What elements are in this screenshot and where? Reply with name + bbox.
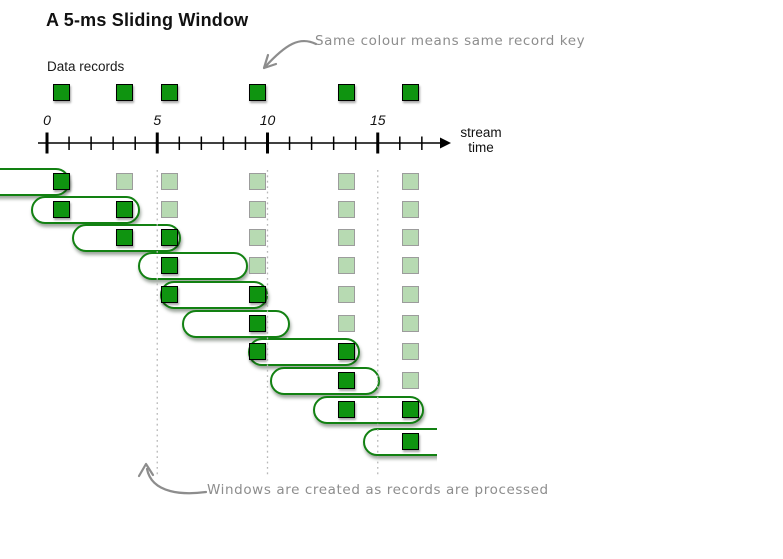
tick-label-10: 10 xyxy=(259,112,276,128)
future-record-square xyxy=(402,343,419,360)
record-square xyxy=(338,84,355,101)
future-record-square xyxy=(402,229,419,246)
window-row-10 xyxy=(0,428,437,465)
annotation-arrow-top xyxy=(263,39,318,69)
future-record-square xyxy=(249,201,266,218)
record-square xyxy=(249,315,266,332)
record-square xyxy=(116,201,133,218)
window-row-5 xyxy=(0,281,783,318)
record-square xyxy=(116,229,133,246)
future-record-square xyxy=(402,315,419,332)
record-square xyxy=(402,401,419,418)
future-record-square xyxy=(402,201,419,218)
future-record-square xyxy=(116,173,133,190)
annotation-arrow-bottom xyxy=(145,467,208,495)
tick-label-0: 0 xyxy=(43,112,51,128)
record-square xyxy=(53,173,70,190)
future-record-square xyxy=(402,372,419,389)
window-row-7 xyxy=(0,338,783,375)
future-record-square xyxy=(338,286,355,303)
future-record-square xyxy=(338,229,355,246)
future-record-square xyxy=(338,257,355,274)
future-record-square xyxy=(402,173,419,190)
future-record-square xyxy=(402,257,419,274)
future-record-square xyxy=(249,257,266,274)
future-record-square xyxy=(338,315,355,332)
sliding-window xyxy=(270,367,380,395)
future-record-square xyxy=(161,173,178,190)
record-square xyxy=(402,84,419,101)
record-square xyxy=(249,84,266,101)
annotation-windows-created: Windows are created as records are proce… xyxy=(207,482,549,498)
future-record-square xyxy=(249,173,266,190)
record-square xyxy=(338,372,355,389)
record-square xyxy=(53,84,70,101)
record-square xyxy=(249,286,266,303)
future-record-square xyxy=(338,173,355,190)
diagram-title: A 5-ms Sliding Window xyxy=(46,10,249,30)
window-row-9 xyxy=(0,396,783,433)
window-row-2 xyxy=(0,196,783,233)
sliding-window xyxy=(138,252,248,280)
record-square xyxy=(402,433,419,450)
future-record-square xyxy=(402,286,419,303)
record-square xyxy=(249,343,266,360)
record-square xyxy=(161,84,178,101)
record-square xyxy=(53,201,70,218)
window-row-4 xyxy=(0,252,783,289)
sliding-window xyxy=(182,310,290,338)
stream-time-axis xyxy=(38,132,451,154)
record-square xyxy=(338,343,355,360)
record-square xyxy=(338,401,355,418)
annotation-same-colour: Same colour means same record key xyxy=(315,33,586,49)
window-row-6 xyxy=(0,310,783,347)
window-row-1 xyxy=(0,168,783,205)
tick-label-5: 5 xyxy=(153,112,162,128)
data-records-label: Data records xyxy=(47,59,125,74)
annotation-arrow-bottom-head xyxy=(137,462,155,478)
stream-time-line2: time xyxy=(468,140,494,155)
future-record-square xyxy=(338,201,355,218)
window-row-3 xyxy=(0,224,783,261)
future-record-square xyxy=(161,201,178,218)
stream-time-label: stream time xyxy=(455,125,507,155)
record-square xyxy=(161,257,178,274)
annotation-arrow-top-head xyxy=(262,53,278,70)
record-square xyxy=(161,286,178,303)
future-record-square xyxy=(249,229,266,246)
sliding-window xyxy=(363,428,437,456)
stream-time-line1: stream xyxy=(460,125,502,140)
window-row-8 xyxy=(0,367,783,404)
record-square xyxy=(116,84,133,101)
record-square xyxy=(161,229,178,246)
tick-label-15: 15 xyxy=(369,112,386,128)
